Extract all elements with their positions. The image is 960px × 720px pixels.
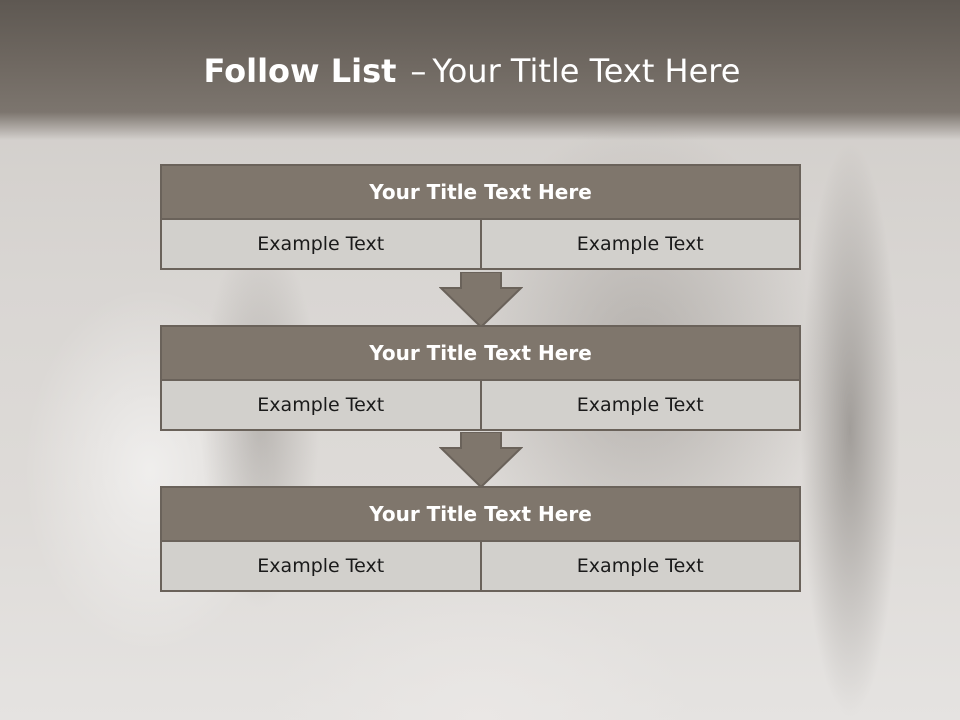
block-cell-right: Example Text [479,381,801,431]
block-cell-right: Example Text [479,220,801,270]
block-cell-left: Example Text [160,220,482,270]
list-block-1: Your Title Text Here Example Text Exampl… [160,164,801,270]
block-title: Your Title Text Here [160,325,801,381]
block-cell-right: Example Text [479,542,801,592]
block-title: Your Title Text Here [160,486,801,542]
list-block-2: Your Title Text Here Example Text Exampl… [160,325,801,431]
block-row: Example Text Example Text [160,542,801,592]
block-cell-left: Example Text [160,542,482,592]
block-row: Example Text Example Text [160,381,801,431]
down-arrow-icon [439,432,523,488]
title-bold: Follow List [203,52,397,90]
down-arrow-icon [439,272,523,328]
title-rest: Your Title Text Here [432,52,741,90]
background-shadow-right [800,140,900,720]
block-cell-left: Example Text [160,381,482,431]
slide-title: Follow List–Your Title Text Here [0,52,952,90]
block-row: Example Text Example Text [160,220,801,270]
block-title: Your Title Text Here [160,164,801,220]
title-bar: Follow List–Your Title Text Here [0,0,960,140]
title-dash: – [410,52,427,90]
list-block-3: Your Title Text Here Example Text Exampl… [160,486,801,592]
